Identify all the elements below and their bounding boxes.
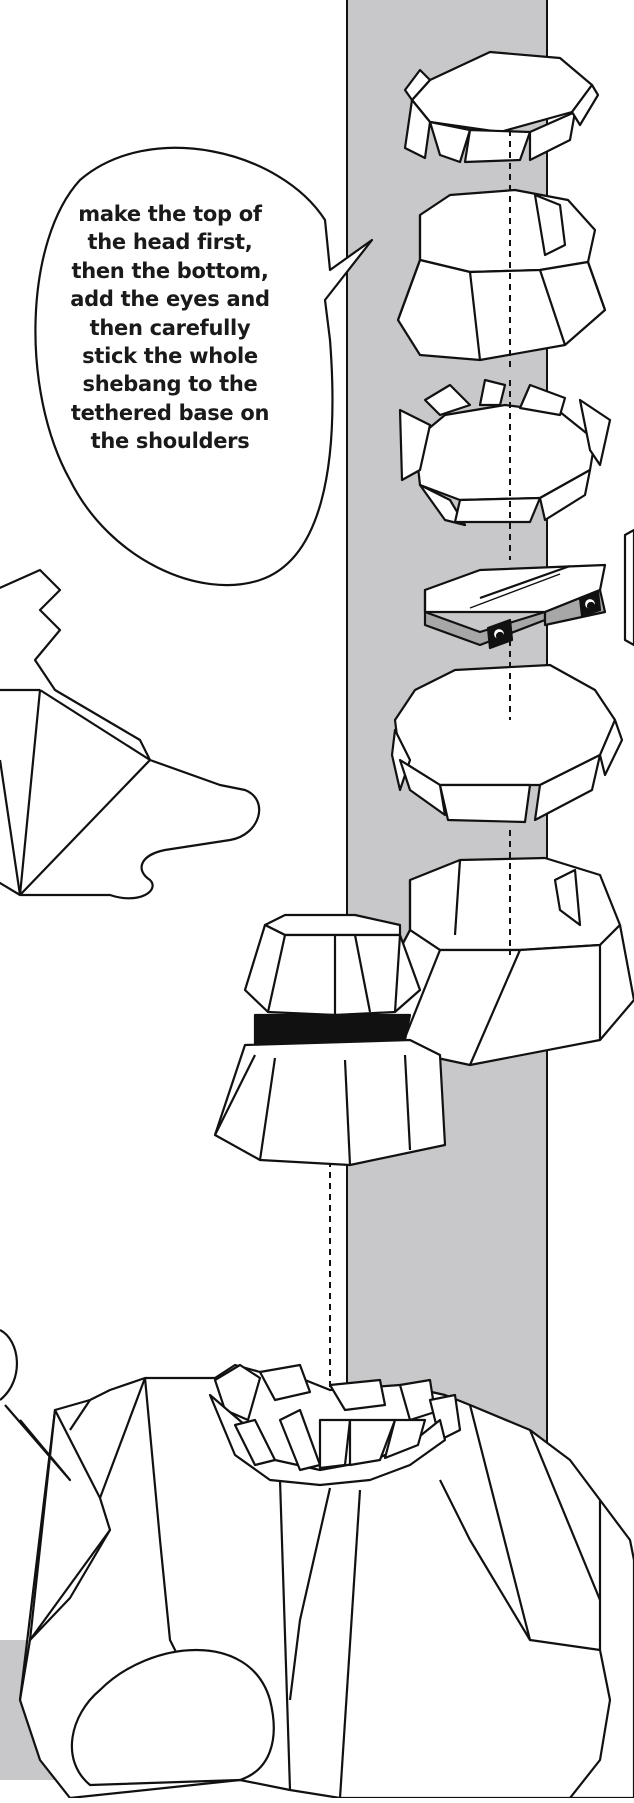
dashed-guide-lines: [329, 130, 511, 1430]
speech-line: make the top of: [78, 202, 262, 226]
speech-line: the head first,: [87, 230, 253, 255]
assembled-head-stack: [213, 913, 447, 1167]
speech-bubble: [34, 146, 374, 587]
speech-line: then the bottom,: [71, 258, 269, 283]
shoulder-base: [18, 1363, 634, 1800]
speech-bubble-text: make the top of the head first, then the…: [55, 200, 285, 456]
left-creature-fragment: [0, 568, 261, 900]
speech-line: stick the whole: [82, 344, 258, 369]
head-bottom-lid-piece: [390, 663, 624, 824]
eye-block-piece: [423, 563, 607, 650]
speech-line: tethered base on: [70, 400, 270, 425]
speech-line: then carefully: [89, 315, 251, 340]
head-middle-ring-piece: [398, 378, 612, 527]
speech-line: add the eyes and: [70, 287, 270, 312]
right-partial-shape: [623, 528, 634, 647]
speech-line: the shoulders: [90, 429, 250, 454]
small-speech-tail: [0, 1329, 72, 1482]
speech-line: shebang to the: [82, 372, 258, 397]
head-top-lid-piece: [403, 50, 600, 164]
head-upper-band-piece: [396, 188, 607, 362]
